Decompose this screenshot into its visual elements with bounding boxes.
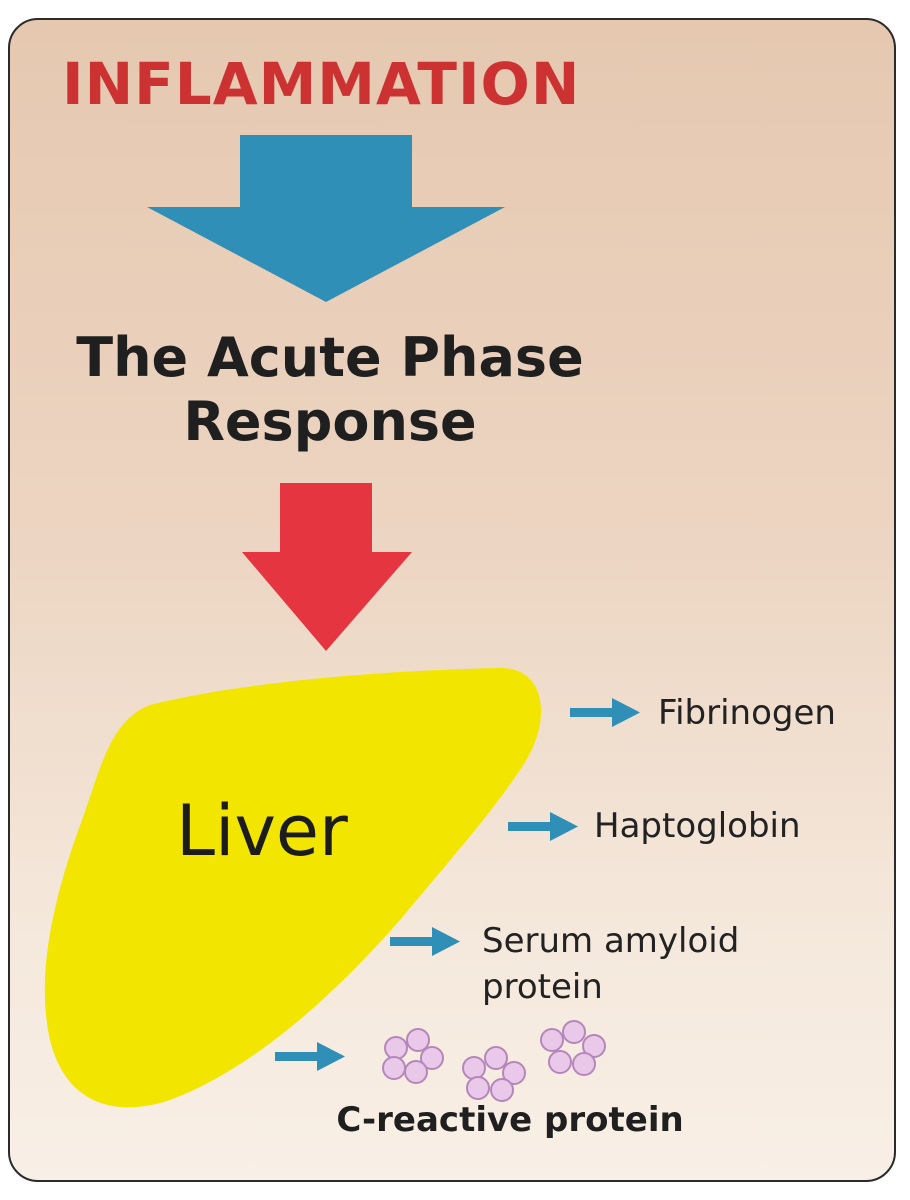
blue-down-arrow [147, 135, 505, 302]
red-down-arrow [242, 483, 412, 651]
liver-shape [44, 667, 542, 1108]
crp-molecule-cluster [382, 1028, 444, 1084]
arrow-crp [275, 1042, 345, 1071]
acute-phase-line1: The Acute Phase [76, 326, 584, 389]
acute-phase-line2: Response [183, 390, 477, 453]
product-fibrinogen: Fibrinogen [658, 693, 836, 733]
arrow-fibrinogen [570, 698, 640, 727]
arrow-haptoglobin [508, 812, 578, 841]
crp-molecule-cluster [540, 1020, 606, 1076]
arrow-serum-amyloid [390, 927, 460, 956]
diagram-title: INFLAMMATION [62, 50, 581, 118]
product-serum-amyloid: Serum amyloid protein [482, 918, 739, 1010]
product-serum-amyloid-line1: Serum amyloid [482, 921, 740, 961]
product-c-reactive-protein: C-reactive protein [336, 1100, 684, 1140]
acute-phase-label: The Acute Phase Response [0, 326, 660, 454]
product-serum-amyloid-line2: protein [482, 967, 603, 1007]
crp-molecule-cluster [462, 1046, 526, 1102]
product-haptoglobin: Haptoglobin [594, 806, 801, 846]
liver-label: Liver [176, 790, 348, 872]
